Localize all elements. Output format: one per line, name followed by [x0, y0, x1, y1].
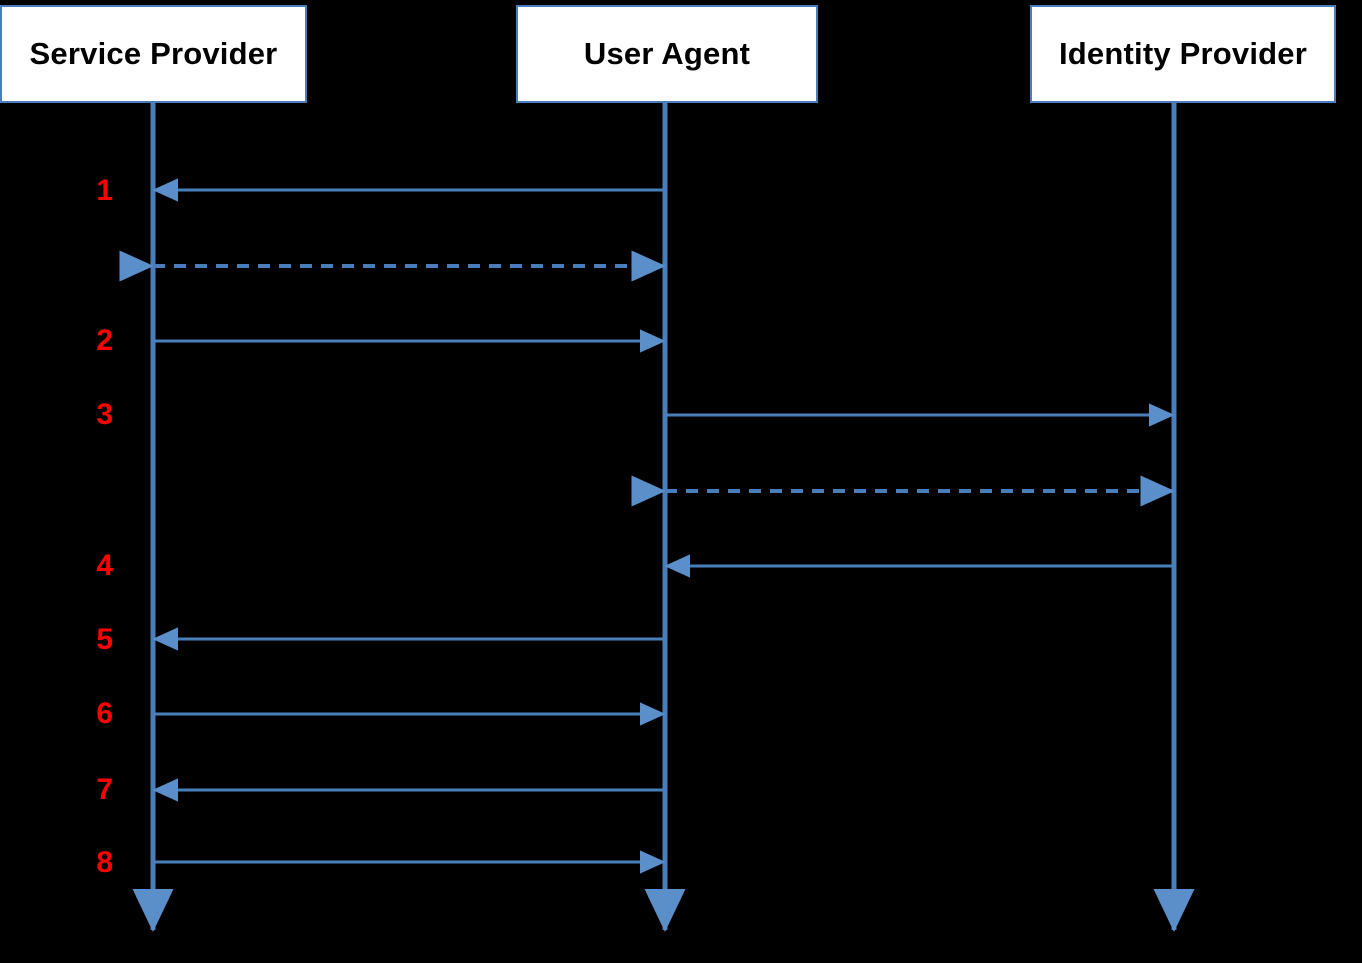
- step-number-7: 7: [96, 773, 113, 806]
- actor-label-identity-provider: Identity Provider: [1058, 36, 1307, 71]
- step-number-6: 6: [96, 697, 113, 730]
- step-number-4: 4: [96, 549, 113, 582]
- actor-label-service-provider: Service Provider: [29, 36, 278, 71]
- step-number-3: 3: [96, 398, 113, 431]
- actor-label-user-agent: User Agent: [583, 36, 751, 71]
- step-number-2: 2: [96, 324, 113, 357]
- step-number-5: 5: [96, 623, 113, 656]
- actor-box-user-agent: User Agent: [516, 5, 818, 103]
- actor-box-identity-provider: Identity Provider: [1030, 5, 1336, 103]
- step-number-8: 8: [96, 846, 113, 879]
- step-number-1: 1: [96, 174, 113, 207]
- actor-box-service-provider: Service Provider: [0, 5, 307, 103]
